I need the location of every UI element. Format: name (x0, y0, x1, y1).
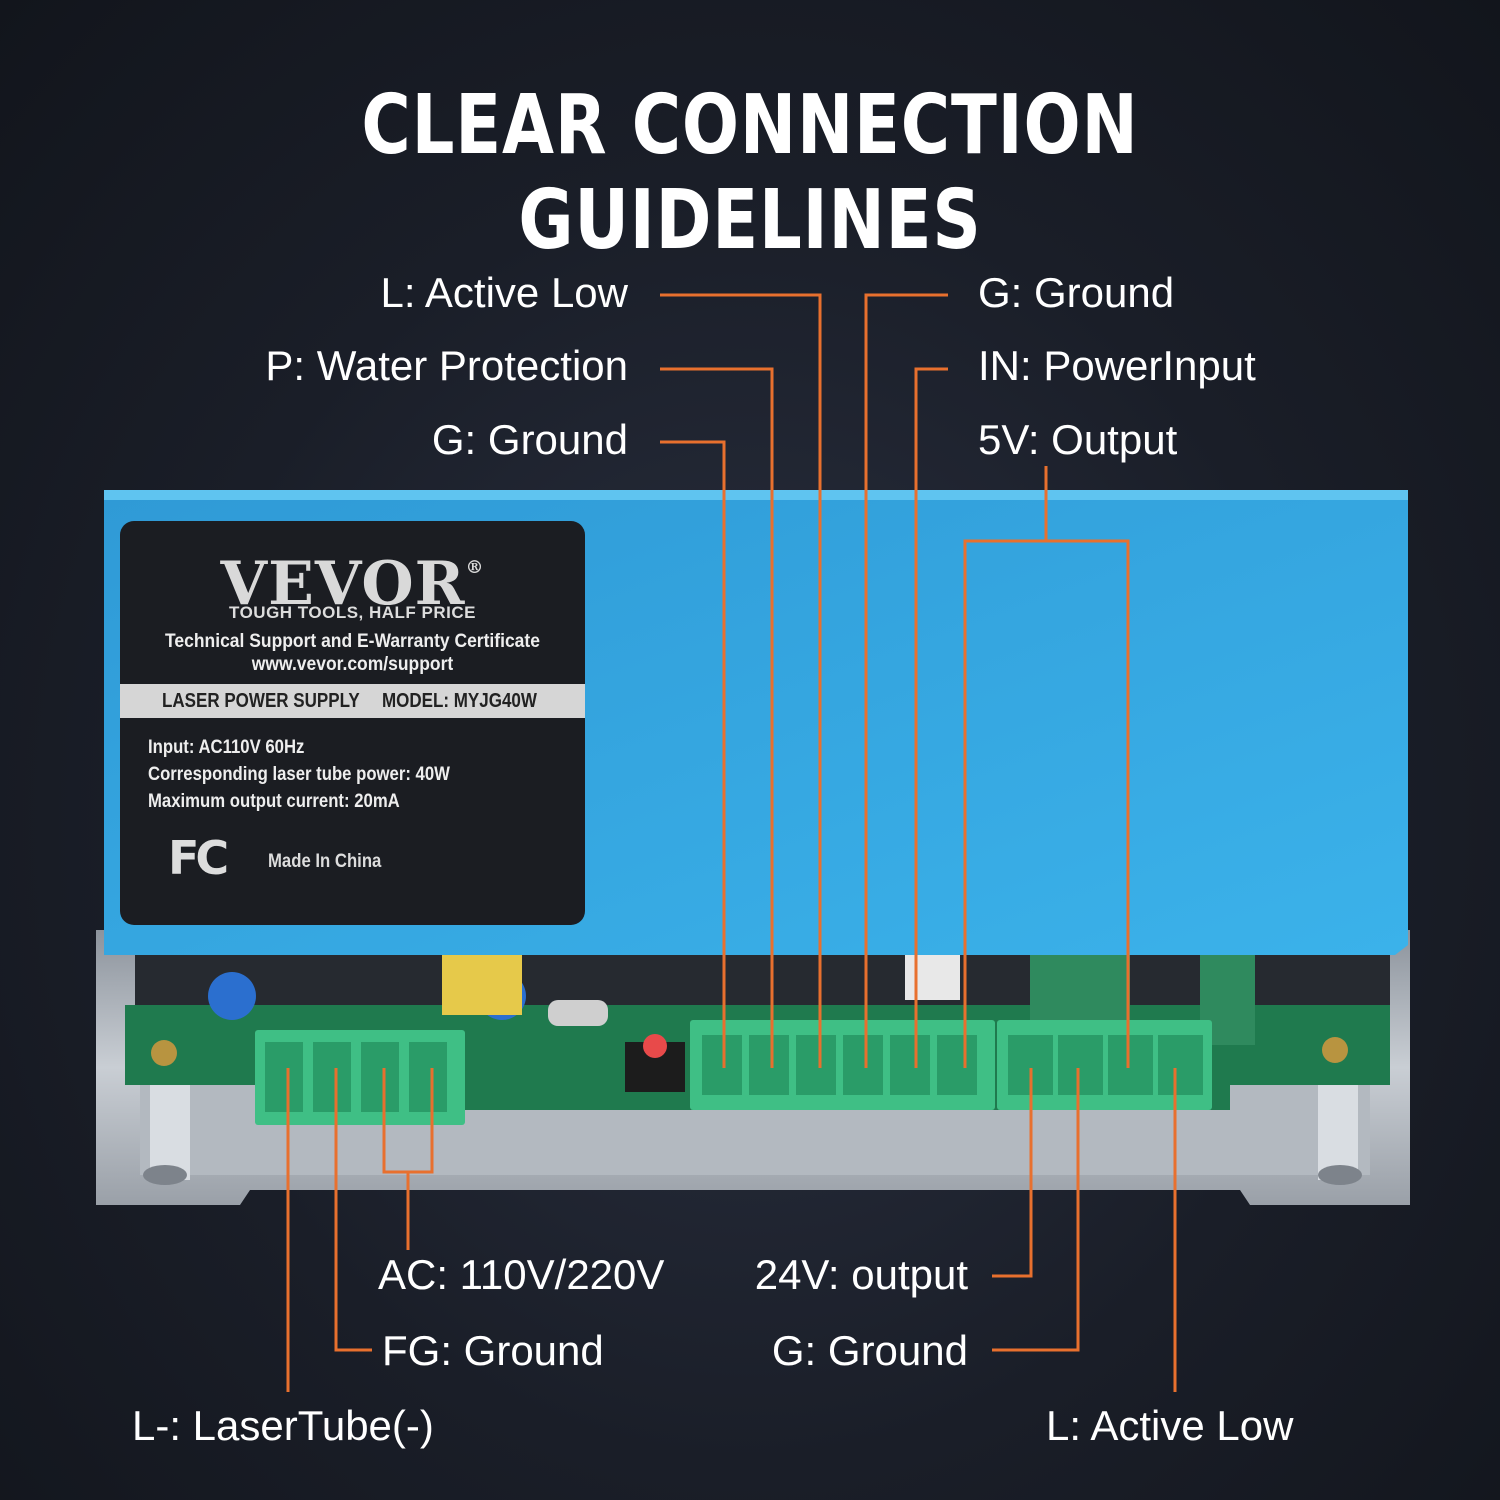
product-label: VEVOR® TOUGH TOOLS, HALF PRICE Technical… (120, 521, 585, 925)
product-name: LASER POWER SUPPLY (162, 690, 360, 712)
capacitor-blue (208, 972, 256, 1020)
wire-in-powerinput (914, 367, 948, 1068)
label-g-ground-top-left: G: Ground (431, 416, 628, 463)
brand-tagline: TOUGH TOOLS, HALF PRICE (229, 603, 476, 622)
model-number: MODEL: MYJG40W (382, 690, 537, 712)
label-l-active-low-bottom: L: Active Low (1046, 1402, 1294, 1449)
label-24v-output: 24V: output (754, 1251, 968, 1298)
wire-g-ground-top-left (660, 440, 726, 1068)
label-5v-output: 5V: Output (978, 416, 1178, 463)
fcc-logo: FC (168, 831, 229, 885)
support-url: www.vevor.com/support (251, 654, 454, 675)
test-button (643, 1034, 667, 1058)
wire-g-ground-bottom (992, 1068, 1080, 1352)
spec-input: Input: AC110V 60Hz (148, 737, 305, 758)
brand-logo: VEVOR® (220, 549, 485, 619)
label-l-active-low-top: L: Active Low (380, 269, 628, 316)
origin-text: Made In China (268, 851, 382, 872)
spec-power: Corresponding laser tube power: 40W (148, 764, 450, 785)
spec-current: Maximum output current: 20mA (148, 791, 400, 812)
label-ac-voltage: AC: 110V/220V (378, 1251, 665, 1298)
wire-p-water-protection (660, 367, 774, 1068)
support-text: Technical Support and E-Warranty Certifi… (165, 631, 540, 652)
label-fg-ground: FG: Ground (382, 1327, 604, 1374)
page-title: CLEAR CONNECTION GUIDELINES (361, 78, 1139, 268)
label-l-minus-lasertube: L-: LaserTube(-) (132, 1402, 434, 1449)
label-p-water-protection: P: Water Protection (265, 342, 628, 389)
wire-g-ground-top-right (864, 293, 948, 1068)
model-band: LASER POWER SUPPLY MODEL: MYJG40W (120, 684, 585, 718)
label-in-powerinput: IN: PowerInput (978, 342, 1256, 389)
wire-l-active-low-top (660, 293, 822, 1068)
label-g-ground-top-right: G: Ground (978, 269, 1175, 316)
wire-5v-output (963, 466, 1130, 1068)
wire-ac (382, 1068, 434, 1250)
wire-24v-output (992, 1068, 1033, 1278)
label-g-ground-bottom: G: Ground (771, 1327, 968, 1374)
wire-fg-ground (334, 1068, 372, 1352)
